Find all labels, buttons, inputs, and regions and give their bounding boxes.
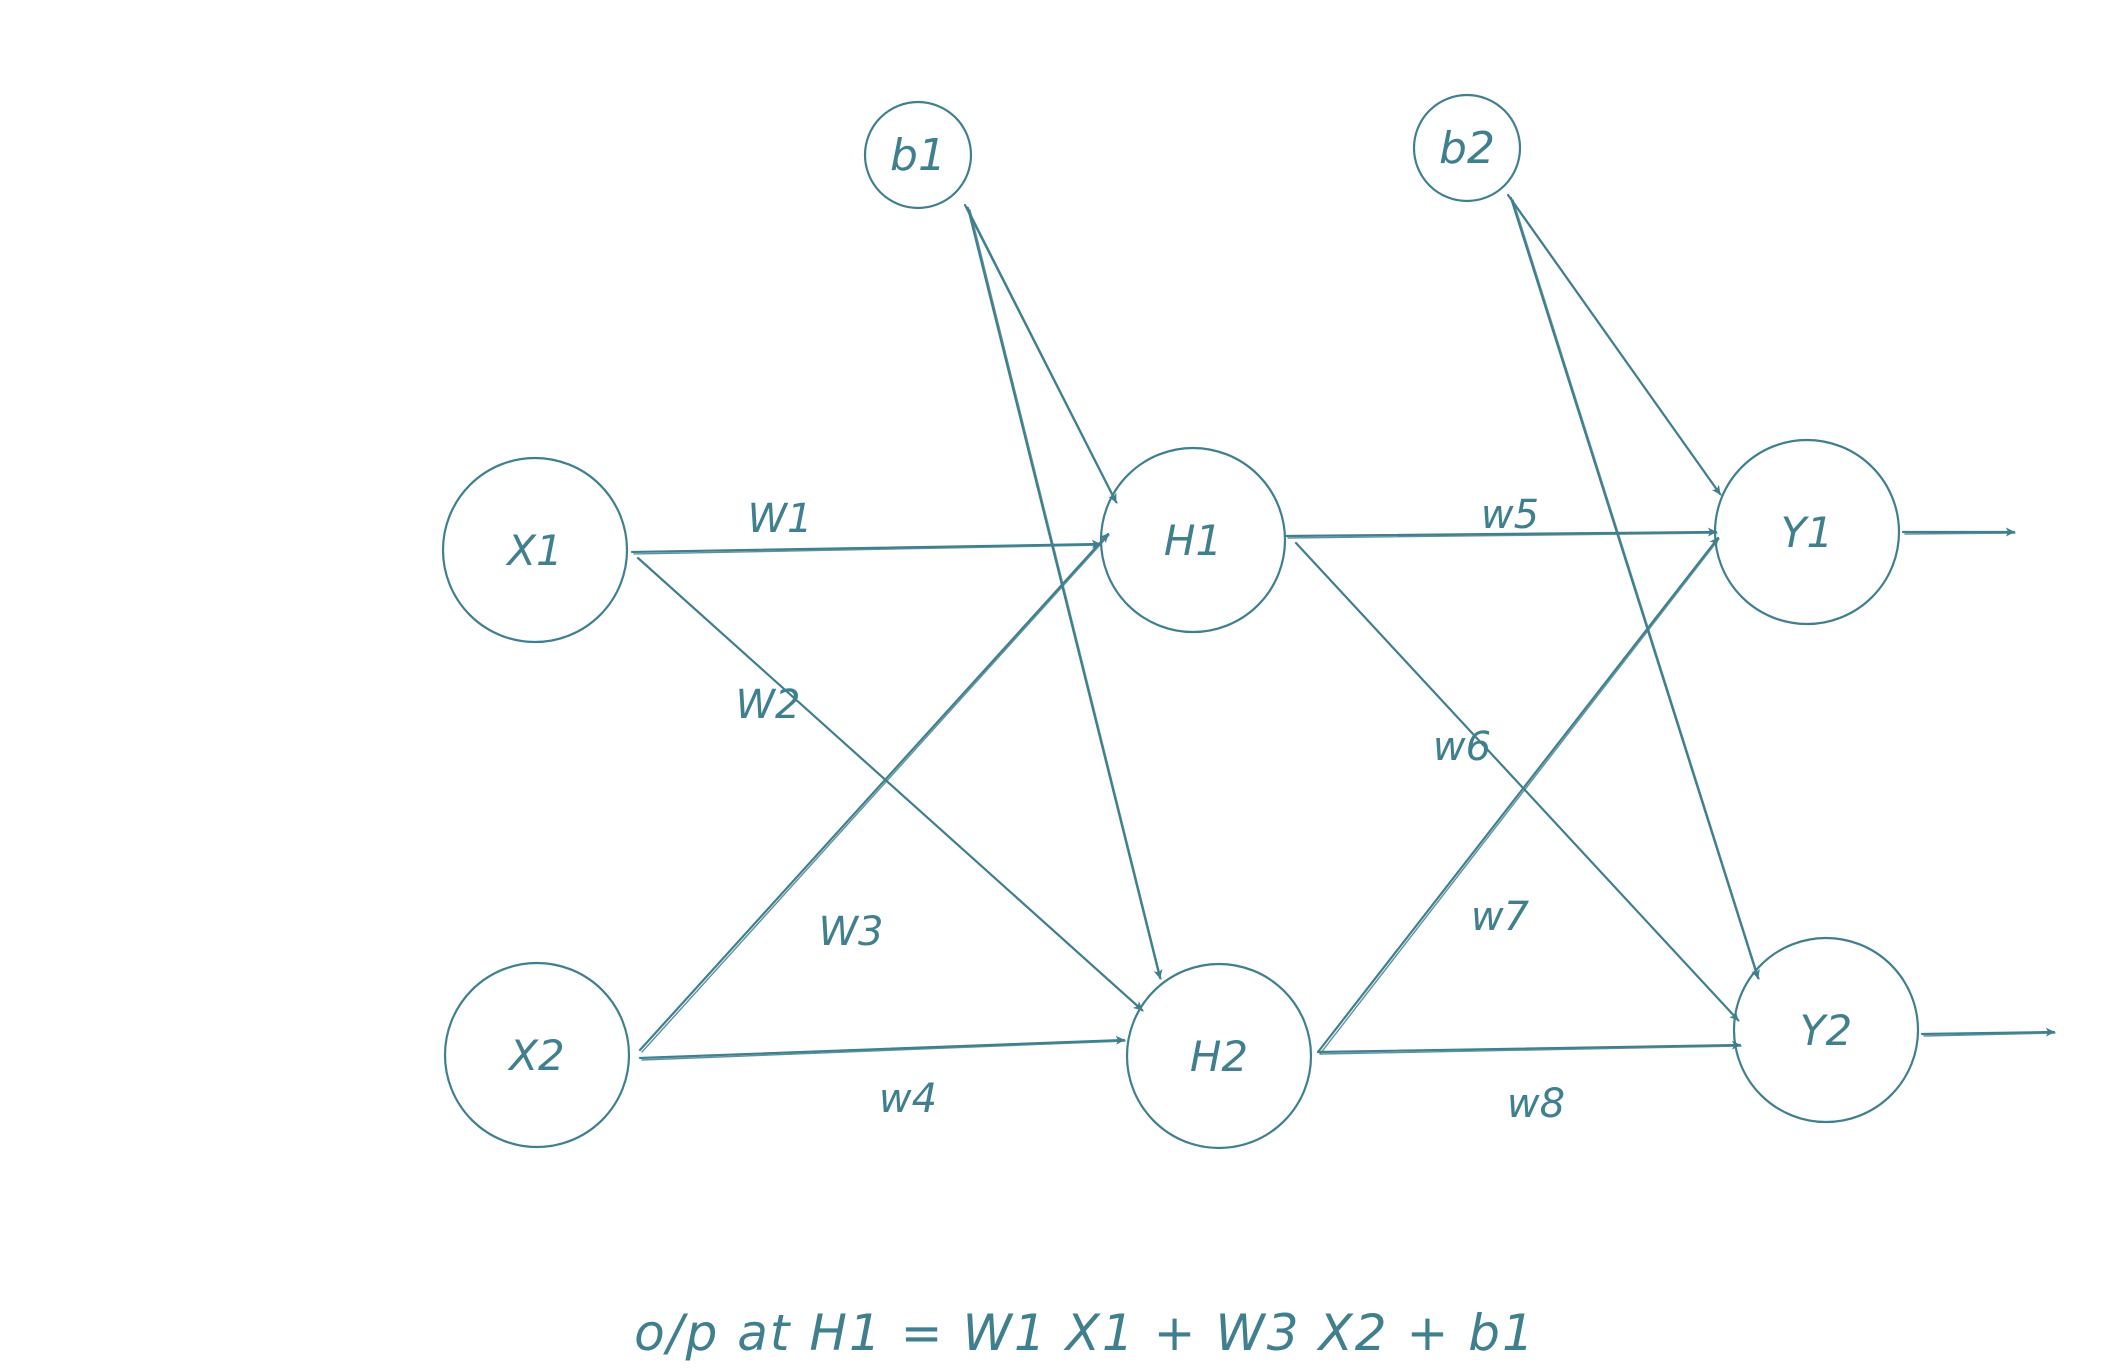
edge-x1-h1: [630, 539, 1102, 554]
edge-b2-y2: [1509, 196, 1760, 980]
edge-y1-out-sketch-stroke: [1904, 532, 2016, 535]
edge-h1-y1-sketch-stroke: [1287, 532, 1718, 539]
edge-h2-y1: [1316, 536, 1720, 1054]
node-y1-label: Y1: [1781, 508, 1833, 557]
edge-b1-h1-sketch-stroke: [966, 206, 1118, 504]
node-h2-label: H2: [1190, 1032, 1248, 1081]
weight-w5-label: w5: [1481, 492, 1539, 538]
weight-labels: W1 W2 W3 w4 w5 w6 w7 w8: [736, 492, 1566, 1127]
edge-x1-h2-sketch-stroke: [639, 559, 1144, 1012]
weight-w7-label: w7: [1471, 894, 1530, 940]
edge-h2-y2-sketch-stroke: [1319, 1045, 1742, 1055]
weight-w2-label: W2: [736, 682, 801, 728]
node-y1: Y1: [1713, 438, 1901, 626]
edge-b1-h2-sketch-stroke: [969, 209, 1162, 980]
node-y2: Y2: [1732, 936, 1920, 1124]
edge-h2-y2: [1316, 1040, 1742, 1054]
edge-x2-h2: [638, 1035, 1126, 1060]
edge-b2-y2-sketch-stroke: [1512, 199, 1760, 980]
weight-w6-label: w6: [1433, 724, 1491, 770]
edge-y2-out-sketch-stroke: [1923, 1032, 2056, 1037]
node-b1-label: b1: [890, 130, 946, 181]
node-h2: H2: [1125, 962, 1313, 1150]
edge-x2-h1-sketch-stroke: [641, 534, 1110, 1053]
edge-h1-y2-sketch-stroke: [1297, 544, 1740, 1022]
edge-b2-y1-sketch-stroke: [1509, 196, 1722, 496]
node-x2: X2: [443, 961, 631, 1149]
node-x1: X1: [441, 456, 629, 644]
edge-h1-y1: [1284, 527, 1718, 538]
weight-w1-label: W1: [748, 496, 813, 542]
nodes: b1 b2 X1 X2 H1 H2 Y1 Y2: [441, 93, 1920, 1150]
node-h1: H1: [1099, 446, 1287, 634]
node-b2: b2: [1412, 93, 1522, 203]
node-h1-label: H1: [1164, 516, 1222, 565]
weight-w4-label: w4: [879, 1076, 937, 1122]
output-formula: o/p at H1 = W1 X1 + W3 X2 + b1: [634, 1304, 1536, 1362]
weight-w8-label: w8: [1507, 1081, 1565, 1127]
edge-h2-y1-sketch-stroke: [1319, 538, 1720, 1055]
edge-x2-h2-sketch-stroke: [641, 1040, 1126, 1061]
edges: [630, 193, 2056, 1061]
node-y2-label: Y2: [1800, 1006, 1852, 1055]
node-b1: b1: [863, 100, 973, 210]
node-b2-label: b2: [1439, 123, 1495, 174]
weight-w3-label: W3: [819, 909, 884, 955]
edge-x1-h1-sketch-stroke: [633, 544, 1102, 555]
edge-b1-h2: [966, 206, 1163, 980]
node-x1-label: X1: [505, 526, 563, 575]
edge-x2-h1: [638, 532, 1110, 1052]
edge-y2-out: [1920, 1027, 2056, 1037]
node-x2-label: X2: [507, 1031, 565, 1080]
